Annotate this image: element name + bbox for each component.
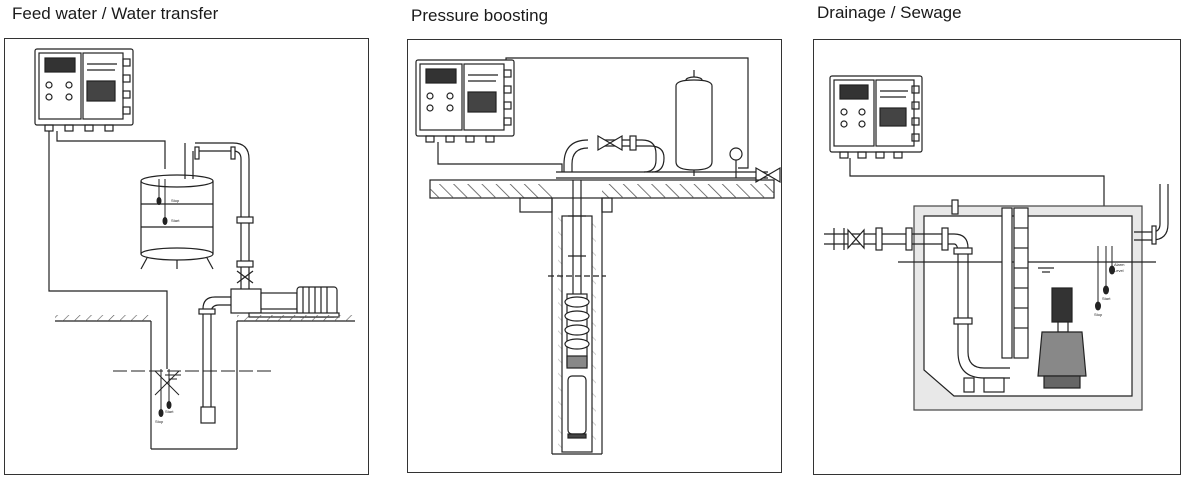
controller-unit [829, 75, 923, 159]
pressure-boosting-diagram [415, 57, 781, 455]
controller-unit [415, 59, 515, 143]
label-sump-level: Level [1114, 268, 1124, 273]
pressure-tank [675, 70, 713, 176]
panel-feed-water: Stop Start Stop Start [4, 38, 369, 475]
panel-title-pressure-boosting: Pressure boosting [411, 6, 549, 25]
panel-drainage-sewage: Stop Start Alarm Level [813, 39, 1181, 475]
submersible-pump [564, 293, 590, 439]
label-tank-start: Start [171, 218, 180, 223]
well-float-switches [158, 369, 172, 417]
tank-float-switches [156, 179, 168, 225]
label-stop: Stop [155, 419, 164, 424]
guide-rails [1001, 207, 1029, 359]
storage-tank [140, 174, 214, 270]
panel-pressure-boosting [407, 39, 782, 473]
feed-water-diagram: Stop Start Stop Start [34, 48, 355, 450]
sump-float-switches [1095, 246, 1115, 311]
drainage-sewage-diagram: Stop Start Alarm Level [824, 75, 1169, 411]
surface-pump [230, 286, 340, 318]
label-sump-start: Start [1102, 296, 1111, 301]
panel-title-drainage-sewage: Drainage / Sewage [817, 3, 962, 22]
label-sump-alarm: Alarm [1114, 262, 1125, 267]
label-tank-stop: Stop [171, 198, 180, 203]
panel-title-feed-water: Feed water / Water transfer [12, 4, 219, 23]
sewage-pump [1037, 287, 1087, 389]
delivery-pipe [184, 142, 254, 297]
controller-unit [34, 48, 134, 132]
label-start: Start [165, 409, 174, 414]
pressure-gauge [729, 147, 743, 161]
label-sump-stop: Stop [1094, 312, 1103, 317]
